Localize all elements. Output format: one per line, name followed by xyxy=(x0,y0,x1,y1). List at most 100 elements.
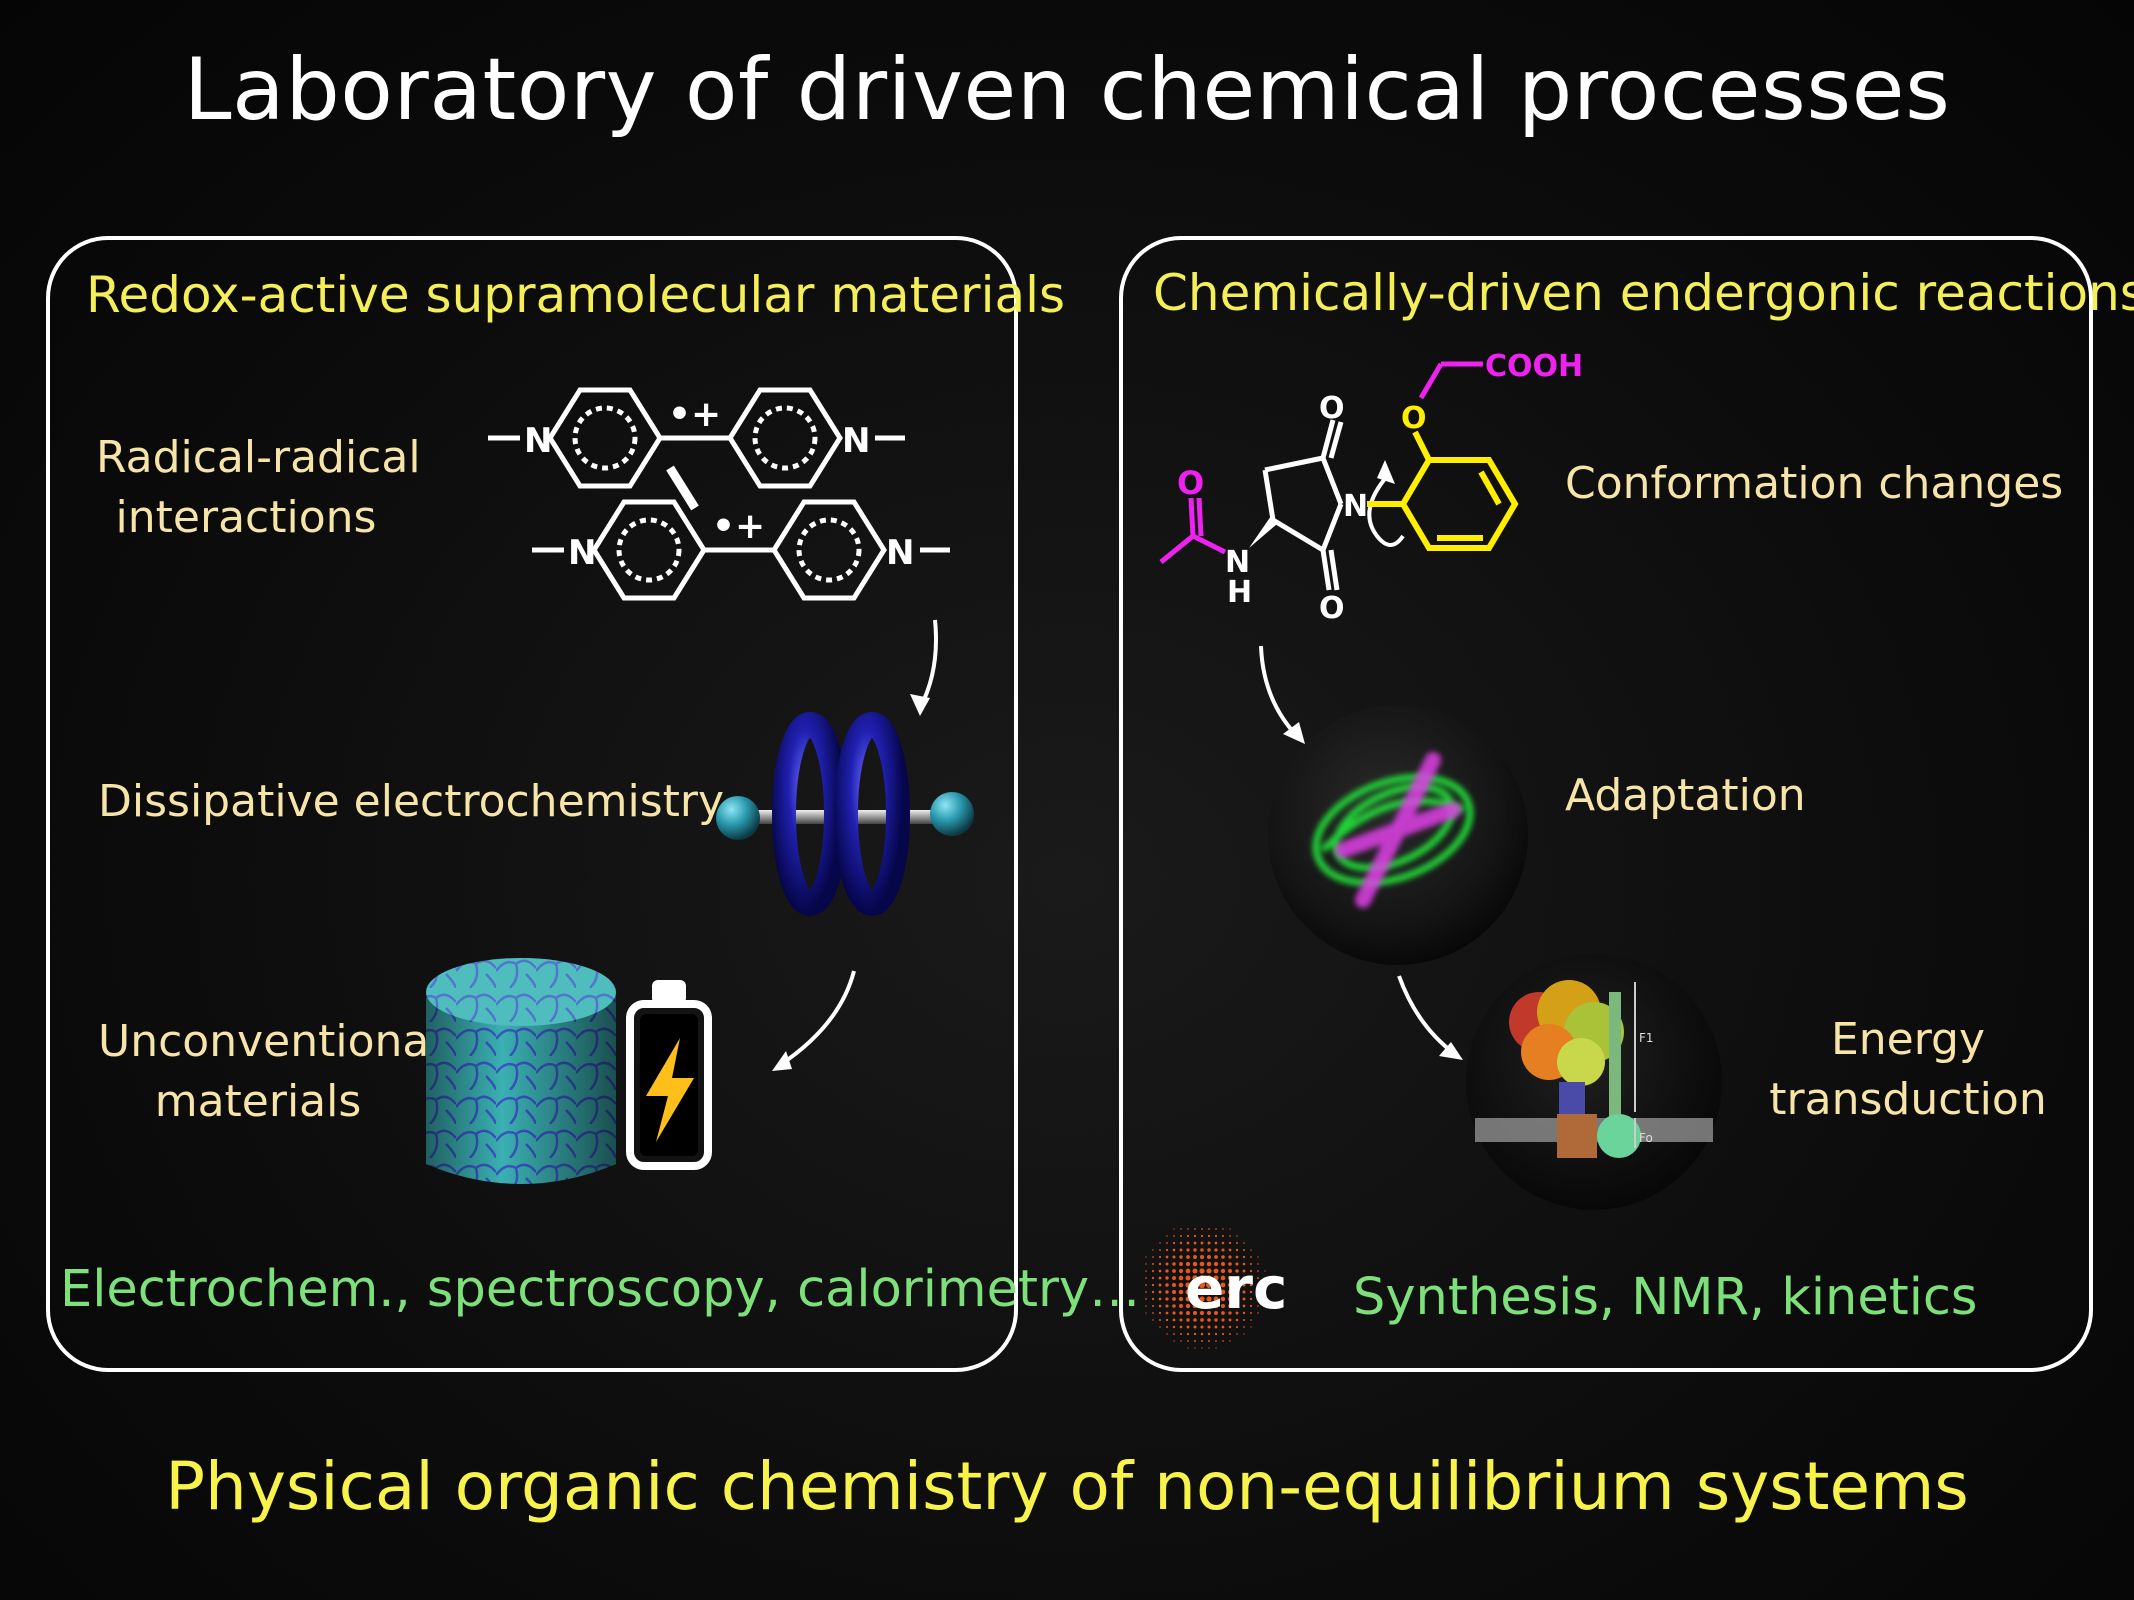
erc-logo-dot xyxy=(1250,1249,1252,1251)
erc-logo-dot xyxy=(1145,1270,1147,1272)
erc-logo-dot xyxy=(1227,1289,1233,1295)
erc-logo-dot xyxy=(1257,1284,1259,1286)
erc-logo-dot xyxy=(1235,1276,1239,1280)
erc-logo-dot xyxy=(1179,1248,1183,1252)
erc-logo-dot xyxy=(1171,1282,1177,1288)
erc-logo-dot xyxy=(1152,1249,1154,1251)
erc-logo-dot xyxy=(1165,1262,1169,1266)
erc-logo-dot xyxy=(1221,1311,1225,1315)
adaptation-cell-image xyxy=(1268,705,1528,965)
erc-logo-dot xyxy=(1185,1296,1191,1302)
rotaxane-model xyxy=(716,712,974,916)
erc-logo-dot xyxy=(1228,1311,1232,1315)
erc-logo-dot xyxy=(1249,1276,1253,1280)
erc-logo-dot xyxy=(1242,1269,1246,1273)
energy-label-line1: Energy xyxy=(1830,1014,1986,1065)
succinimide-molecule-structure: O N H O O N O xyxy=(1159,349,1583,626)
erc-logo-dot xyxy=(1192,1303,1198,1309)
erc-logo-dot xyxy=(1257,1256,1259,1258)
erc-logo-dot xyxy=(1242,1276,1246,1280)
atom-o-acetyl: O xyxy=(1177,464,1204,502)
erc-logo-dot xyxy=(1172,1255,1176,1259)
erc-logo-dot xyxy=(1228,1255,1232,1259)
erc-logo-dot xyxy=(1178,1289,1184,1295)
erc-logo-dot xyxy=(1179,1332,1183,1336)
erc-logo-dot xyxy=(1220,1268,1226,1274)
erc-logo-dot xyxy=(1152,1256,1154,1258)
atp-synthase-image: F1 Fo xyxy=(1466,954,1722,1210)
erc-logo-dot xyxy=(1208,1347,1210,1349)
erc-logo-dot xyxy=(1193,1255,1197,1259)
erc-logo-dot xyxy=(1165,1290,1169,1294)
erc-logo-dot xyxy=(1187,1347,1189,1349)
erc-logo-dot xyxy=(1151,1276,1155,1280)
erc-logo-dot xyxy=(1264,1277,1266,1279)
radical-label-line2: interactions xyxy=(115,492,377,543)
erc-logo-dot xyxy=(1165,1311,1169,1315)
erc-logo-dot xyxy=(1228,1304,1232,1308)
erc-logo-dot xyxy=(1228,1241,1232,1245)
erc-logo-dot xyxy=(1185,1275,1191,1281)
erc-logo-dot xyxy=(1151,1297,1155,1301)
erc-logo-dot xyxy=(1159,1319,1161,1321)
erc-logo-dot xyxy=(1243,1249,1245,1251)
right-methods-text: Synthesis, NMR, kinetics xyxy=(1353,1268,1978,1327)
erc-logo-dot xyxy=(1250,1326,1252,1328)
erc-logo-dot xyxy=(1151,1269,1155,1273)
erc-logo-dot xyxy=(1206,1289,1212,1295)
erc-logo-dot xyxy=(1208,1228,1210,1230)
erc-logo-dot xyxy=(1221,1325,1225,1329)
erc-logo-dot xyxy=(1227,1275,1233,1281)
erc-logo-text: erc xyxy=(1185,1254,1287,1322)
erc-logo-dot xyxy=(1243,1242,1245,1244)
erc-logo-dot xyxy=(1221,1332,1225,1336)
erc-logo-dot xyxy=(1186,1248,1190,1252)
erc-logo-dot xyxy=(1222,1340,1224,1342)
erc-logo-dot xyxy=(1180,1340,1182,1342)
erc-logo-dot xyxy=(1192,1268,1198,1274)
erc-logo-dot xyxy=(1257,1305,1259,1307)
erc-logo-dot xyxy=(1159,1249,1161,1251)
erc-logo-dot xyxy=(1249,1297,1253,1301)
atom-n-4: N xyxy=(886,533,914,573)
erc-logo-dot xyxy=(1206,1268,1212,1274)
erc-logo-dot xyxy=(1198,1281,1206,1289)
arrow-down-left-icon xyxy=(772,970,856,1071)
erc-logo-dot xyxy=(1179,1255,1183,1259)
erc-logo-dot xyxy=(1235,1318,1239,1322)
erc-logo-dot xyxy=(1158,1290,1162,1294)
right-panel: Chemically-driven endergonic reactions C… xyxy=(1119,236,2134,1372)
erc-logo-dot xyxy=(1187,1228,1189,1230)
erc-logo-dot xyxy=(1145,1298,1147,1300)
erc-logo-dot xyxy=(1215,1340,1217,1342)
erc-logo-dot xyxy=(1235,1262,1239,1266)
erc-logo-dot xyxy=(1172,1325,1176,1329)
erc-logo-dot xyxy=(1165,1248,1169,1252)
erc-logo-dot xyxy=(1228,1248,1232,1252)
arrow-to-atp-synthase-icon xyxy=(1397,975,1463,1060)
erc-logo-dot xyxy=(1220,1282,1226,1288)
erc-logo-dot xyxy=(1207,1318,1211,1322)
erc-logo-dot xyxy=(1242,1262,1246,1266)
erc-logo-dot xyxy=(1180,1235,1182,1237)
battery-icon xyxy=(626,980,712,1170)
erc-logo-dot xyxy=(1235,1290,1239,1294)
erc-logo-dot xyxy=(1206,1275,1212,1281)
erc-logo-dot xyxy=(1207,1255,1211,1259)
radical-label-line1: Radical-radical xyxy=(96,432,421,483)
erc-logo-dot xyxy=(1192,1296,1198,1302)
erc-logo-dot xyxy=(1165,1283,1169,1287)
erc-logo-dot xyxy=(1151,1304,1155,1308)
erc-logo-dot xyxy=(1220,1275,1226,1281)
erc-logo-dot xyxy=(1158,1311,1162,1315)
erc-logo-dot xyxy=(1264,1291,1266,1293)
erc-logo-dot xyxy=(1179,1311,1183,1315)
erc-logo-dot xyxy=(1179,1241,1183,1245)
erc-logo-dot xyxy=(1145,1256,1147,1258)
arrow-down-right-icon xyxy=(1259,645,1305,744)
erc-logo-dot xyxy=(1257,1298,1259,1300)
erc-logo-dot xyxy=(1158,1269,1162,1273)
page-title: Laboratory of driven chemical processes xyxy=(183,40,1951,140)
erc-logo-dot xyxy=(1185,1289,1191,1295)
erc-logo-dot xyxy=(1186,1311,1190,1315)
